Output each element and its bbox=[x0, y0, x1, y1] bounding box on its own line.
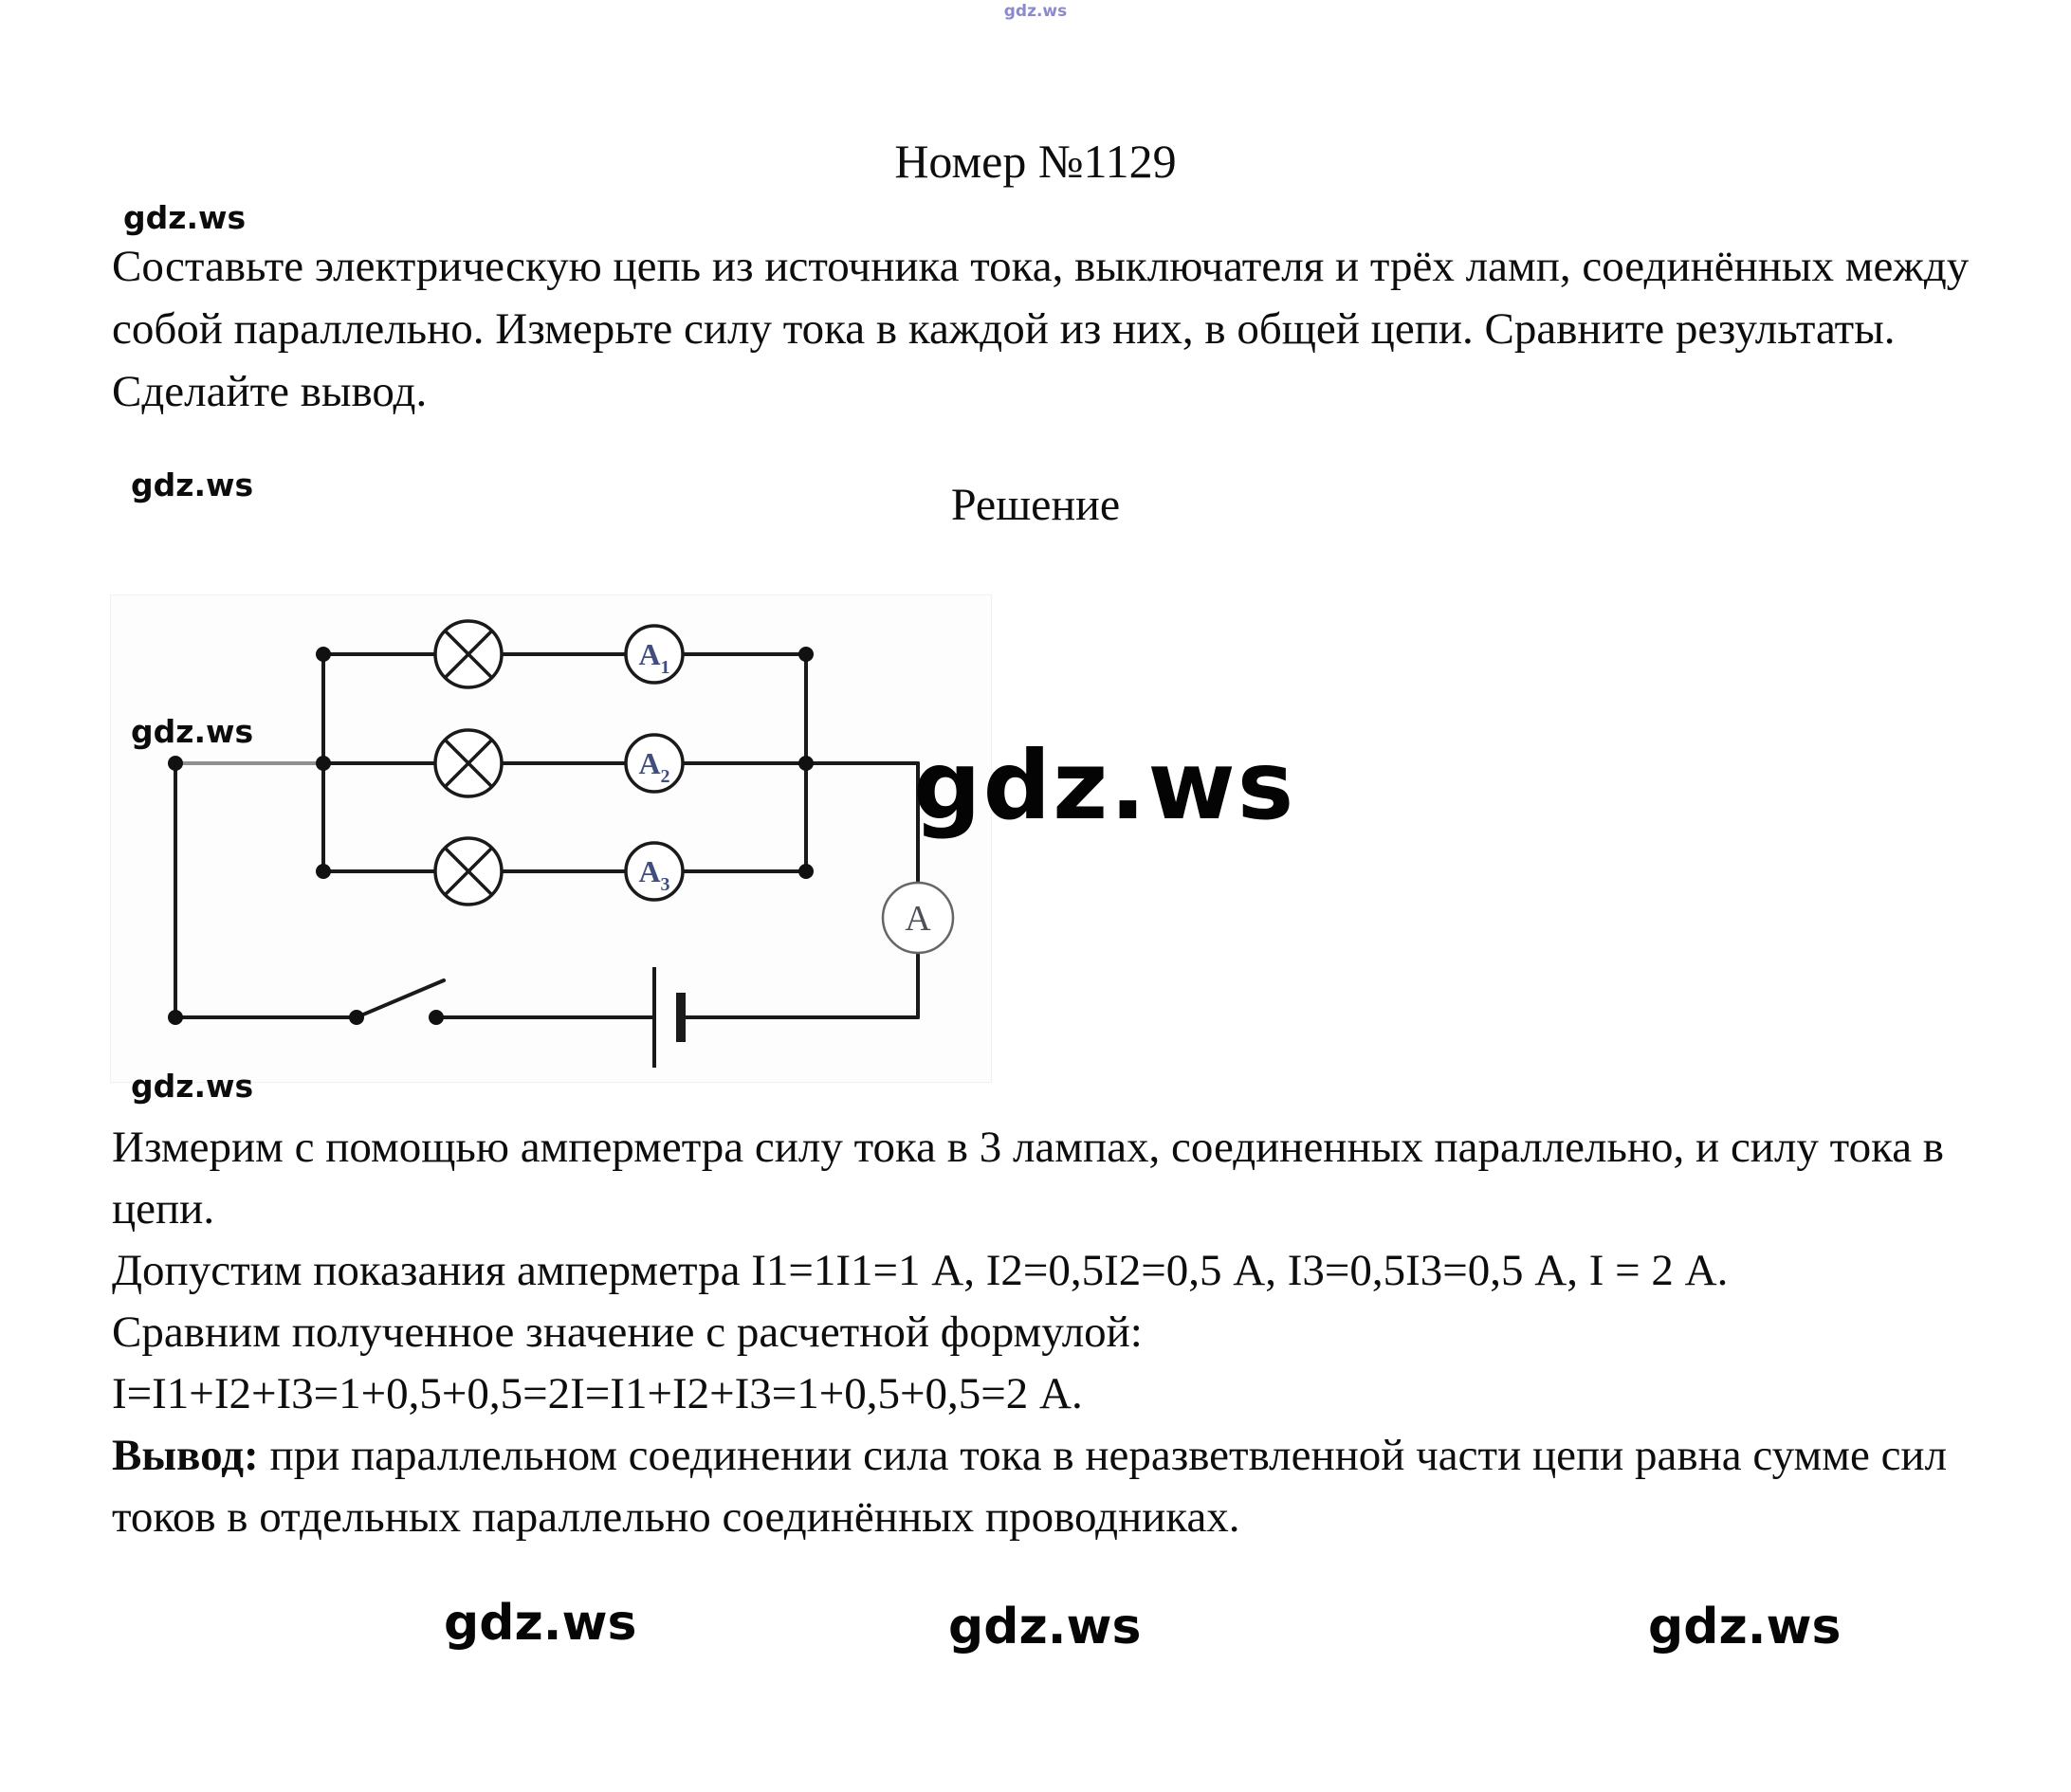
lamp-icon-1 bbox=[433, 619, 504, 689]
diagram-background bbox=[110, 594, 992, 1083]
margin-watermark: gdz.ws bbox=[131, 1068, 254, 1105]
margin-watermark: gdz.ws bbox=[131, 466, 254, 503]
ammeter-branch-3: A3 bbox=[624, 841, 685, 902]
solution-paragraph-3: Сравним полученное значение с расчетной … bbox=[112, 1307, 1143, 1357]
conclusion-text: при параллельном соединении сила тока в … bbox=[112, 1431, 1948, 1542]
page-title: Номер №1129 bbox=[894, 135, 1177, 188]
circuit-wires bbox=[174, 652, 920, 1019]
big-watermark: gdz.ws bbox=[913, 730, 1296, 841]
solution-conclusion: Вывод: при параллельном соединении сила … bbox=[112, 1425, 1997, 1548]
ammeter-3-label: A3 bbox=[638, 854, 669, 895]
footer-watermark: gdz.ws bbox=[444, 1595, 637, 1652]
ammeter-main-label: A bbox=[905, 899, 931, 939]
footer-watermark: gdz.ws bbox=[948, 1599, 1142, 1655]
lamp-icon-3 bbox=[433, 836, 504, 906]
margin-watermark: gdz.ws bbox=[131, 713, 254, 750]
circuit-diagram: A1 A2 A3 A bbox=[168, 619, 955, 1068]
conclusion-label: Вывод: bbox=[112, 1431, 259, 1480]
solution-paragraph-4: I=I1+I2+I3=1+0,5+0,5=2I=I1+I2+I3=1+0,5+0… bbox=[112, 1369, 1083, 1418]
solution-heading: Решение bbox=[950, 480, 1121, 530]
margin-watermark: gdz.ws bbox=[123, 199, 247, 236]
switch-icon bbox=[355, 978, 446, 1019]
ammeter-main: A bbox=[881, 881, 955, 955]
ammeter-2-label: A2 bbox=[638, 746, 669, 787]
solution-paragraph-1: Измерим с помощью амперметра силу тока в… bbox=[112, 1123, 1945, 1234]
junction-dots bbox=[168, 647, 814, 1025]
ammeter-1-label: A1 bbox=[638, 637, 669, 678]
ammeter-branch-1: A1 bbox=[624, 624, 685, 685]
footer-watermark: gdz.ws bbox=[1648, 1599, 1842, 1655]
top-watermark: gdz.ws bbox=[1003, 2, 1068, 21]
solution-text: Измерим с помощью амперметра силу тока в… bbox=[112, 1117, 1997, 1548]
battery-icon bbox=[652, 967, 686, 1068]
lamp-icon-2 bbox=[433, 728, 504, 798]
solution-paragraph-2: Допустим показания амперметра I1=1I1=1 А… bbox=[112, 1246, 1729, 1295]
problem-text: Составьте электрическую цепь из источник… bbox=[112, 242, 1970, 416]
ammeter-branch-2: A2 bbox=[624, 733, 685, 794]
